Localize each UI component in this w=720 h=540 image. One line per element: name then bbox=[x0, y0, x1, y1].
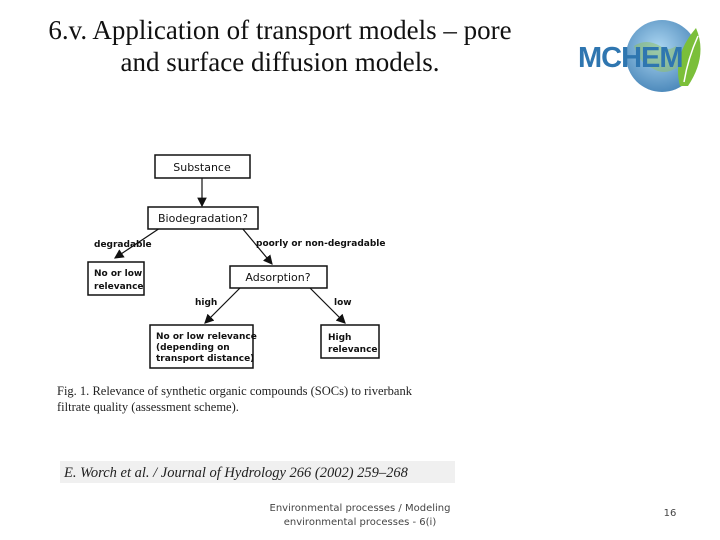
node-adsorption-label: Adsorption? bbox=[245, 271, 310, 284]
footer-text: Environmental processes / Modeling envir… bbox=[269, 503, 451, 528]
node-biodegradation-label: Biodegradation? bbox=[158, 212, 248, 225]
figure-caption: Fig. 1. Relevance of synthetic organic c… bbox=[57, 384, 412, 414]
arrow-low bbox=[309, 287, 346, 324]
node-adsorption: Adsorption? bbox=[229, 265, 328, 289]
node-substance: Substance bbox=[154, 154, 251, 179]
page-number: 16 bbox=[663, 508, 677, 519]
node-transport-line-2: (depending on bbox=[156, 343, 230, 353]
mchem-logo: MCHEM bbox=[576, 16, 706, 98]
arrow-poorly bbox=[241, 227, 273, 265]
citation: E. Worch et al. / Journal of Hydrology 2… bbox=[64, 465, 408, 481]
node-high-relevance: High relevance bbox=[320, 324, 380, 359]
node-transport-line-1: No or low relevance bbox=[156, 332, 257, 342]
citation-background bbox=[60, 461, 455, 483]
node-high-line-2: relevance bbox=[328, 345, 378, 355]
node-no-low-relevance-left: No or low relevance bbox=[87, 261, 145, 296]
arrow-high bbox=[204, 287, 241, 324]
arrow-degradable bbox=[114, 227, 161, 259]
node-no-low-relevance-transport: No or low relevance (depending on transp… bbox=[149, 324, 257, 369]
node-no-low-line-1: No or low bbox=[94, 269, 142, 279]
node-biodegradation: Biodegradation? bbox=[147, 206, 259, 230]
node-transport-line-3: transport distance) bbox=[156, 354, 254, 364]
slide-title: 6.v. Application of transport models – p… bbox=[48, 15, 512, 77]
globe-leaf-icon bbox=[626, 20, 701, 92]
edge-label-poorly: poorly or non-degradable bbox=[256, 239, 385, 249]
edge-label-degradable: degradable bbox=[94, 240, 152, 250]
node-no-low-line-2: relevance bbox=[94, 282, 144, 292]
node-high-line-1: High bbox=[328, 333, 351, 343]
logo-text: MCHEM bbox=[578, 42, 684, 74]
edge-label-high: high bbox=[195, 298, 217, 308]
node-substance-label: Substance bbox=[173, 161, 231, 174]
edge-label-low: low bbox=[334, 298, 352, 308]
